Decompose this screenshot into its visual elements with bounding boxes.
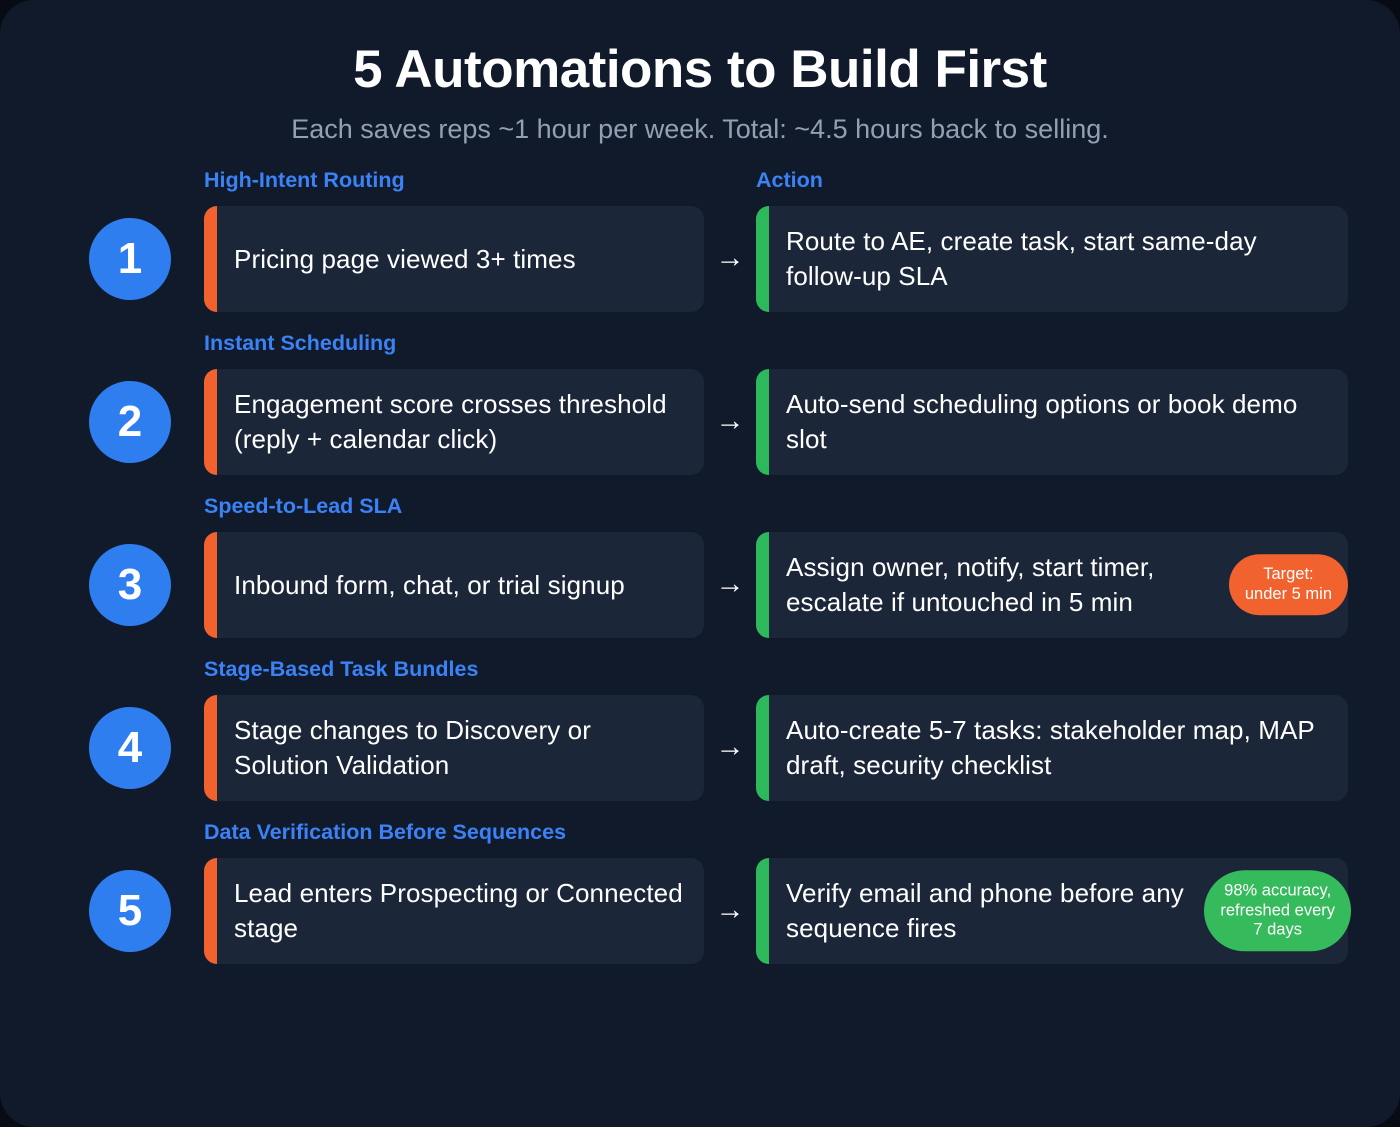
page-title: 5 Automations to Build First xyxy=(353,40,1047,99)
action-cell: Auto-send scheduling options or book dem… xyxy=(756,368,1348,475)
trigger-label: Instant Scheduling xyxy=(204,330,397,355)
automation-group: Speed-to-Lead SLA 3 Inbound form, chat, … xyxy=(56,494,1348,638)
action-cell: Assign owner, notify, start timer, escal… xyxy=(756,531,1348,638)
step-number-badge: 5 xyxy=(89,869,171,952)
trigger-text: Stage changes to Discovery or Solution V… xyxy=(234,715,591,780)
metric-badge: 98% accuracy, refreshed every 7 days xyxy=(1204,870,1351,952)
automation-rows: High-Intent Routing Action 1 Pricing pag… xyxy=(0,168,1400,964)
action-text: Verify email and phone before any sequen… xyxy=(786,878,1184,943)
row-number-cell: 3 xyxy=(56,532,204,638)
trigger-label: High-Intent Routing xyxy=(204,167,405,192)
trigger-text: Engagement score crosses threshold (repl… xyxy=(234,389,667,454)
row-number-cell: 4 xyxy=(56,695,204,801)
step-number-badge: 1 xyxy=(89,217,171,300)
automation-group: Instant Scheduling 2 Engagement score cr… xyxy=(56,331,1348,475)
action-card[interactable]: Route to AE, create task, start same-day… xyxy=(756,205,1348,312)
action-cell: Route to AE, create task, start same-day… xyxy=(756,205,1348,312)
trigger-card[interactable]: Engagement score crosses threshold (repl… xyxy=(204,368,704,475)
trigger-card[interactable]: Stage changes to Discovery or Solution V… xyxy=(204,694,704,801)
arrow-right-icon: → xyxy=(715,894,745,927)
header: 5 Automations to Build First Each saves … xyxy=(0,0,1400,146)
trigger-text: Inbound form, chat, or trial signup xyxy=(234,569,625,600)
automation-row: 2 Engagement score crosses threshold (re… xyxy=(56,368,1348,475)
trigger-text: Lead enters Prospecting or Connected sta… xyxy=(234,878,683,943)
arrow-cell: → xyxy=(704,858,756,964)
action-text: Auto-create 5-7 tasks: stakeholder map, … xyxy=(786,715,1315,780)
action-text: Route to AE, create task, start same-day… xyxy=(786,226,1257,291)
action-cell: Verify email and phone before any sequen… xyxy=(756,857,1351,964)
action-text: Assign owner, notify, start timer, escal… xyxy=(786,552,1155,617)
arrow-right-icon: → xyxy=(715,731,745,764)
row-number-cell: 1 xyxy=(56,206,204,312)
trigger-text: Pricing page viewed 3+ times xyxy=(234,243,576,274)
action-cell: Auto-create 5-7 tasks: stakeholder map, … xyxy=(756,694,1348,801)
action-card[interactable]: Auto-create 5-7 tasks: stakeholder map, … xyxy=(756,694,1348,801)
automation-row: 1 Pricing page viewed 3+ times → Route t… xyxy=(56,205,1348,312)
automation-group: Stage-Based Task Bundles 4 Stage changes… xyxy=(56,657,1348,801)
arrow-right-icon: → xyxy=(715,242,745,275)
action-column-header: Action xyxy=(756,167,823,192)
step-number-badge: 4 xyxy=(89,706,171,789)
arrow-cell: → xyxy=(704,369,756,475)
trigger-card[interactable]: Inbound form, chat, or trial signup xyxy=(204,531,704,638)
row-labels: Speed-to-Lead SLA xyxy=(56,494,1348,532)
step-number-badge: 2 xyxy=(89,380,171,463)
automation-group: Data Verification Before Sequences 5 Lea… xyxy=(56,820,1351,964)
trigger-card[interactable]: Pricing page viewed 3+ times xyxy=(204,205,704,312)
metric-badge: Target: under 5 min xyxy=(1228,553,1348,616)
arrow-cell: → xyxy=(704,695,756,801)
row-number-cell: 5 xyxy=(56,858,204,964)
automation-row: 3 Inbound form, chat, or trial signup → … xyxy=(56,531,1348,638)
arrow-cell: → xyxy=(704,532,756,638)
automation-group: High-Intent Routing Action 1 Pricing pag… xyxy=(56,168,1348,312)
arrow-right-icon: → xyxy=(715,405,745,438)
arrow-right-icon: → xyxy=(715,568,745,601)
step-number-badge: 3 xyxy=(89,543,171,626)
row-labels: Instant Scheduling xyxy=(56,331,1348,369)
row-labels: Data Verification Before Sequences xyxy=(56,820,1348,858)
automation-row: 4 Stage changes to Discovery or Solution… xyxy=(56,694,1348,801)
trigger-label: Speed-to-Lead SLA xyxy=(204,493,403,518)
page-subtitle: Each saves reps ~1 hour per week. Total:… xyxy=(291,114,1109,145)
trigger-label: Stage-Based Task Bundles xyxy=(204,656,479,681)
action-text: Auto-send scheduling options or book dem… xyxy=(786,389,1298,454)
row-labels: High-Intent Routing Action xyxy=(56,168,1348,206)
automation-row: 5 Lead enters Prospecting or Connected s… xyxy=(56,857,1351,964)
row-number-cell: 2 xyxy=(56,369,204,475)
row-labels: Stage-Based Task Bundles xyxy=(56,657,1348,695)
trigger-card[interactable]: Lead enters Prospecting or Connected sta… xyxy=(204,857,704,964)
arrow-cell: → xyxy=(704,206,756,312)
action-card[interactable]: Auto-send scheduling options or book dem… xyxy=(756,368,1348,475)
trigger-label: Data Verification Before Sequences xyxy=(204,819,567,844)
